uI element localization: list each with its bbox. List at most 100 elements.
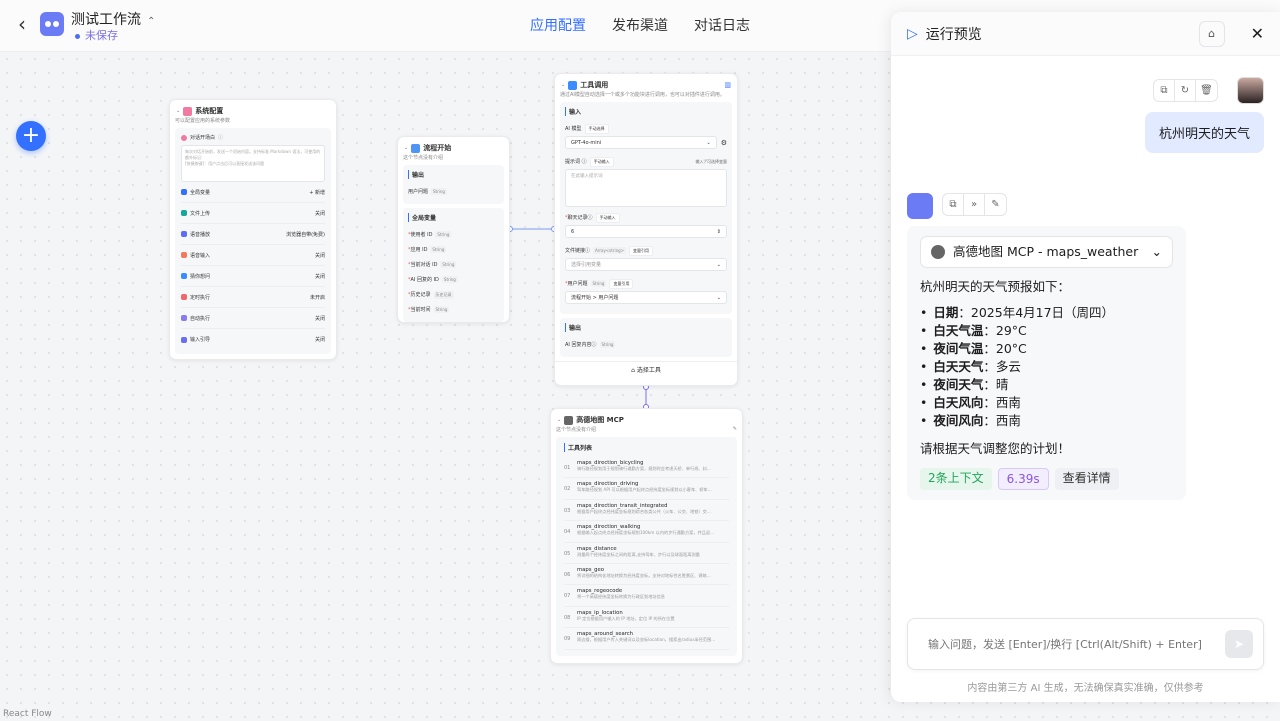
collapse-icon[interactable]: ⌄ (561, 82, 566, 88)
tool-name: maps_geo (577, 566, 605, 573)
row-value[interactable]: 关闭 (314, 210, 325, 217)
file-select[interactable]: 选择引用变量⌄ (565, 258, 727, 271)
sys-config-row[interactable]: 定时执行未开启 (181, 287, 325, 308)
row-value[interactable]: + 新增 (309, 189, 325, 196)
context-chip[interactable]: 2条上下文 (920, 468, 992, 490)
close-icon[interactable]: ✕ (1250, 24, 1264, 43)
weather-value: ：西南 (983, 413, 1021, 428)
row-label: 语音播放 (190, 231, 211, 238)
workflow-title-text: 测试工作流 (71, 12, 141, 28)
clear-chat-button[interactable]: ⌂ (1198, 20, 1225, 47)
sys-config-row[interactable]: 全局变量 + 新增 (181, 182, 325, 203)
row-label: 自动执行 (190, 315, 211, 322)
copy-icon[interactable]: ⧉ (943, 194, 964, 215)
react-flow-attribution[interactable]: React Flow (3, 709, 52, 719)
question-select[interactable]: 流程开始 > 用户问题⌄ (565, 291, 727, 304)
delete-icon[interactable]: 🗑 (1200, 85, 1213, 96)
system-config-node[interactable]: ⌄系统配置 可以配置应用的系统参数 对话开场白 ⓘ 每次对话开始前，发送一个初始… (169, 99, 337, 360)
question-mode-select[interactable]: 变量引用 (609, 278, 634, 289)
row-icon (181, 273, 187, 279)
history-mode-select[interactable]: 手动输入 (595, 212, 620, 223)
welcome-textarea[interactable]: 每次对话开始前，发送一个初始内容。支持标准 Markdown 语法，可使用的额外… (181, 145, 325, 182)
prompt-mode-select[interactable]: 手动输入 (589, 156, 614, 167)
gear-icon[interactable]: ⚙ (720, 138, 727, 147)
model-label: AI 模型 (565, 126, 582, 132)
bot-message-actions: ⧉» ✎ (942, 193, 1007, 216)
send-button[interactable]: ➤ (1225, 630, 1253, 658)
row-value[interactable]: 关闭 (314, 315, 325, 322)
row-value[interactable]: 关闭 (314, 337, 325, 343)
sys-config-row[interactable]: 语音输入关闭 (181, 245, 325, 266)
chevron-down-icon: ⌄ (1151, 244, 1162, 259)
weather-key: 日期 (933, 305, 959, 320)
row-value[interactable]: 关闭 (314, 252, 325, 259)
retry-icon[interactable]: ↻ (1175, 80, 1196, 101)
variable-label: 当前对话 ID (410, 262, 438, 268)
toolbox-icon (568, 80, 578, 90)
play-icon: ▷ (907, 25, 918, 42)
sys-config-row[interactable]: 输入引导 关闭 (181, 329, 325, 350)
row-icon (181, 315, 187, 321)
sys-config-row[interactable]: 文件上传 关闭 (181, 203, 325, 224)
mcp-call-dropdown[interactable]: 高德地图 MCP - maps_weather⌄ (920, 236, 1173, 268)
tab-app-config[interactable]: 应用配置 (530, 18, 586, 34)
select-tool-button[interactable]: ⌂ 选择工具 (555, 361, 737, 374)
weather-item: 白天气温：29°C (920, 322, 1173, 340)
back-button[interactable]: ‹ (18, 12, 26, 36)
tool-list-title: 工具列表 (564, 443, 729, 452)
speaker-icon[interactable]: » (964, 194, 985, 215)
tool-number: 08 (564, 614, 571, 621)
add-node-button[interactable]: + (16, 121, 46, 151)
node-desc: 通过AI模型自动选择一个或多个功能块进行调用，也可以对插件进行调用。 (560, 92, 725, 98)
chevron-updown-icon[interactable]: ⌃ (147, 16, 156, 27)
collapse-icon[interactable]: ⌄ (404, 145, 409, 151)
row-value[interactable]: 关闭 (314, 273, 325, 280)
row-label: 输入引导 (190, 337, 211, 343)
tool-call-node[interactable]: ⌄工具调用▥ 通过AI模型自动选择一个或多个功能块进行调用，也可以对插件进行调用… (554, 73, 738, 386)
sys-config-row[interactable]: 自动执行 关闭 (181, 308, 325, 329)
prompt-textarea[interactable]: 在此输入提示词 (565, 169, 727, 207)
collapse-icon[interactable]: ⌄ (557, 417, 562, 423)
model-mode-select[interactable]: 手动选择 (584, 123, 609, 134)
file-mode-select[interactable]: 变量引用 (629, 245, 653, 256)
row-left: 全局变量 (181, 189, 210, 196)
book-icon[interactable]: ▥ (724, 81, 731, 89)
chat-input-box[interactable]: ➤ (907, 618, 1264, 670)
sys-config-row[interactable]: 猜你想问关闭 (181, 266, 325, 287)
weather-item: 白天风向：西南 (920, 394, 1173, 412)
sys-config-row[interactable]: 语音播放 浏览器自带(免费) (181, 224, 325, 245)
edit-icon[interactable]: ✎ (991, 199, 1000, 210)
node-desc: 可以配置应用的系统参数 (175, 118, 231, 124)
mcp-icon (564, 415, 574, 425)
model-select[interactable]: GPT-4o-mini⌄ (565, 136, 717, 149)
view-details-button[interactable]: 查看详情 (1054, 468, 1119, 490)
tab-publish-channel[interactable]: 发布渠道 (612, 18, 668, 34)
disclaimer: 内容由第三方 AI 生成，无法确保真实准确，仅供参考 (967, 683, 1204, 694)
history-stepper[interactable]: 6⇕ (565, 225, 727, 238)
row-value[interactable]: 未开启 (309, 294, 325, 301)
collapse-icon[interactable]: ⌄ (176, 108, 181, 114)
workflow-title[interactable]: 测试工作流 ⌃ (71, 9, 155, 29)
row-value[interactable]: 浏览器自带(免费) (286, 231, 325, 238)
edit-icon[interactable]: ✎ (732, 426, 737, 432)
row-left: 文件上传 (181, 210, 210, 217)
weather-item: 白天天气：多云 (920, 358, 1173, 376)
chat-input[interactable] (928, 637, 1225, 651)
copy-icon[interactable]: ⧉ (1154, 80, 1175, 101)
tool-desc: 驾车路径规划 API 可以根据用户起终点经纬度坐标规划以小客车、轿车... (577, 487, 712, 493)
tab-chat-logs[interactable]: 对话日志 (694, 18, 750, 34)
